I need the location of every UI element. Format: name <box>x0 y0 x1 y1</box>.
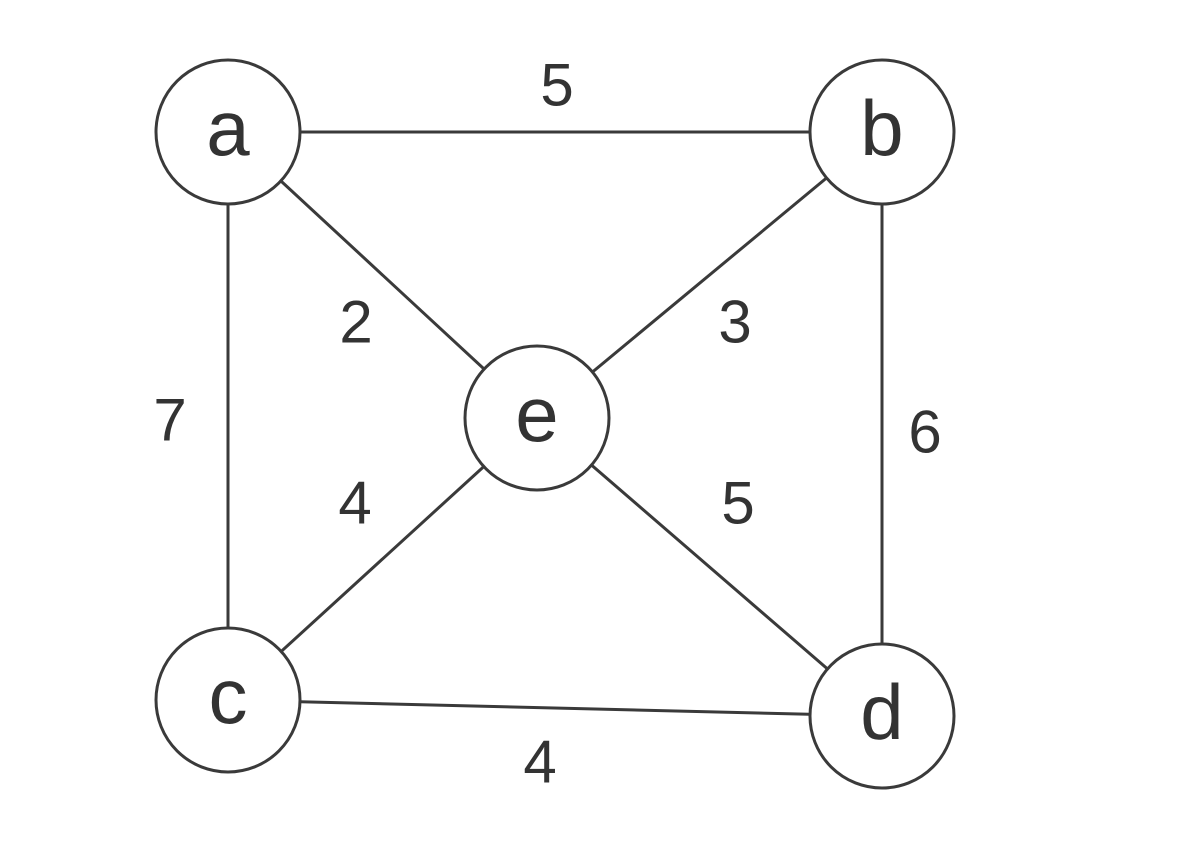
edge-weight-c-e: 4 <box>338 470 371 537</box>
node-label-b: b <box>860 84 903 172</box>
edge-b-e <box>536 130 883 420</box>
node-circle-e <box>463 344 611 492</box>
edge-weight-a-b: 5 <box>540 52 573 119</box>
node-circle-b <box>808 58 956 206</box>
node-label-d: d <box>860 668 903 756</box>
node-label-c: c <box>209 652 248 740</box>
node-b: b <box>808 58 956 206</box>
nodes-layer: a b c d e <box>154 58 956 790</box>
node-a: a <box>154 58 302 206</box>
node-e: e <box>463 344 611 492</box>
node-label-a: a <box>206 84 250 172</box>
node-circle-d <box>808 642 956 790</box>
edge-weight-a-c: 7 <box>153 387 186 454</box>
node-circle-a <box>154 58 302 206</box>
edge-weights-layer: 5 2 3 7 6 4 5 4 <box>153 52 941 796</box>
edge-weight-b-e: 3 <box>718 289 751 356</box>
edge-e-d <box>536 416 883 718</box>
edge-weight-e-d: 5 <box>721 470 754 537</box>
edge-c-d <box>227 698 883 718</box>
edge-weight-c-d: 4 <box>523 729 556 796</box>
node-label-e: e <box>515 370 558 458</box>
edge-weight-a-e: 2 <box>339 289 372 356</box>
node-d: d <box>808 642 956 790</box>
node-circle-c <box>154 626 302 774</box>
node-c: c <box>154 626 302 774</box>
edge-weight-b-d: 6 <box>908 399 941 466</box>
